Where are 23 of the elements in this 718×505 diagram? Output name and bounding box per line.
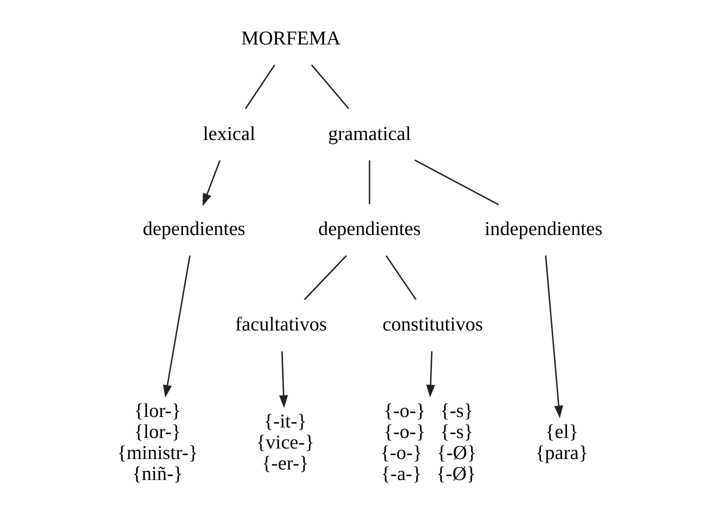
connector bbox=[386, 255, 417, 300]
arrow bbox=[202, 160, 221, 206]
node-text: dependientes bbox=[318, 218, 421, 240]
connector bbox=[311, 64, 350, 110]
arrow bbox=[545, 256, 564, 418]
connector bbox=[368, 160, 370, 204]
node-text: {lor-} {lor-} {ministr-} {niñ-} bbox=[117, 400, 198, 486]
node-text: gramatical bbox=[328, 122, 411, 145]
connector bbox=[414, 159, 499, 206]
node-text: {-o-} {-s} {-o-} {-s} {-o-} {-Ø} {-a-} {-Ø} bbox=[380, 400, 477, 486]
node-text: constitutivos bbox=[382, 314, 483, 336]
node-text: dependientes bbox=[142, 218, 246, 240]
arrow bbox=[163, 255, 191, 398]
arrow bbox=[426, 351, 435, 398]
connector bbox=[304, 255, 347, 300]
node-text: facultativos bbox=[235, 314, 327, 336]
connector bbox=[244, 64, 276, 110]
arrow bbox=[279, 351, 288, 408]
node-text: lexical bbox=[202, 122, 256, 145]
node-text: MORFEMA bbox=[241, 27, 341, 50]
node-text: {el} {para} bbox=[536, 421, 588, 464]
node-text: independientes bbox=[484, 218, 603, 240]
node-text: {-it-} {vice-} {-er-} bbox=[256, 410, 314, 475]
